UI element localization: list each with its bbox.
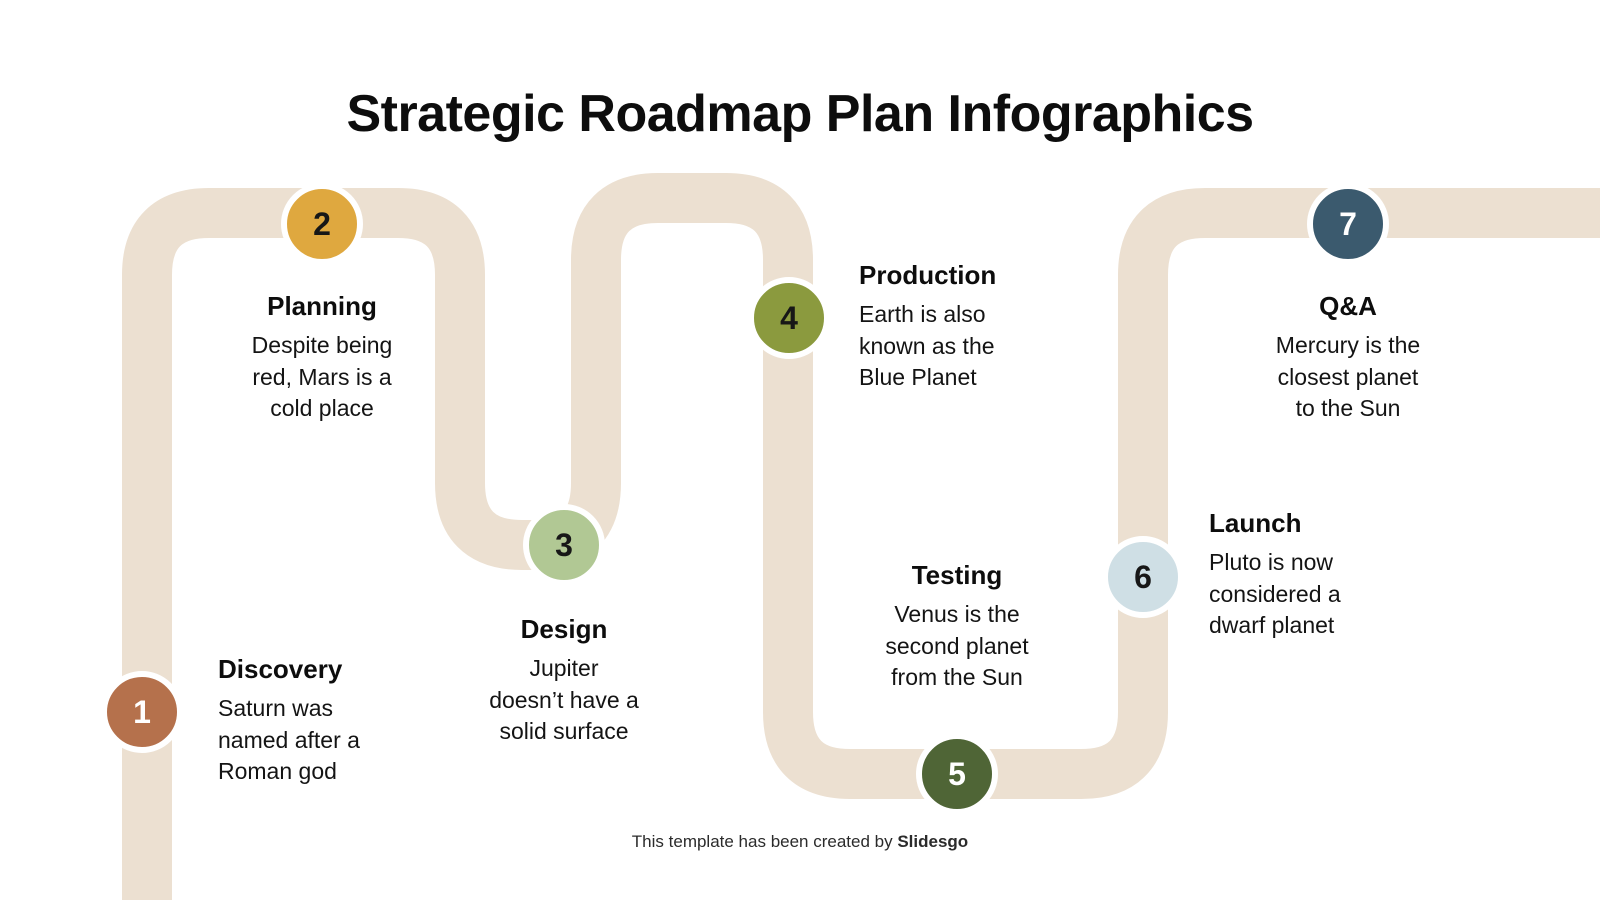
- step-number-4: 4: [780, 299, 798, 336]
- step-heading-5: Testing: [911, 560, 1003, 590]
- footer-brand: Slidesgo: [897, 832, 969, 851]
- step-number-3: 3: [555, 526, 573, 563]
- step-text-7: Q&A Mercury is the closest planet to the…: [1233, 291, 1463, 425]
- step-description-4: Earth is also known as the Blue Planet: [859, 300, 995, 391]
- step-heading-3: Design: [520, 614, 608, 644]
- step-node-7[interactable]: 7: [1307, 183, 1389, 265]
- step-heading-6: Launch: [1209, 508, 1302, 538]
- step-text-3: Design Jupiter doesn’t have a solid surf…: [449, 614, 679, 748]
- step-text-2: Planning Despite being red, Mars is a co…: [207, 291, 437, 425]
- step-description-1: Saturn was named after a Roman god: [218, 694, 360, 785]
- step-node-5[interactable]: 5: [916, 733, 998, 815]
- step-node-2[interactable]: 2: [281, 183, 363, 265]
- step-heading-4: Production: [859, 260, 997, 290]
- step-number-1: 1: [133, 693, 151, 730]
- step-text-1: Discovery Saturn was named after a Roman…: [218, 654, 453, 788]
- step-heading-1: Discovery: [218, 654, 343, 684]
- step-description-5: Venus is the second planet from the Sun: [885, 600, 1029, 691]
- step-heading-7: Q&A: [1319, 291, 1377, 321]
- step-text-6: Launch Pluto is now considered a dwarf p…: [1209, 508, 1444, 642]
- step-description-6: Pluto is now considered a dwarf planet: [1209, 548, 1341, 639]
- step-node-6[interactable]: 6: [1102, 536, 1184, 618]
- step-heading-2: Planning: [267, 291, 377, 321]
- step-description-2: Despite being red, Mars is a cold place: [251, 331, 393, 422]
- step-text-4: Production Earth is also known as the Bl…: [859, 260, 1094, 394]
- page-title: Strategic Roadmap Plan Infographics: [346, 85, 1254, 143]
- step-text-5: Testing Venus is the second planet from …: [842, 560, 1072, 694]
- footer-credit: This template has been created by Slides…: [0, 832, 1600, 852]
- step-number-5: 5: [948, 755, 966, 792]
- step-description-7: Mercury is the closest planet to the Sun: [1275, 331, 1421, 422]
- step-node-1[interactable]: 1: [101, 671, 183, 753]
- step-number-7: 7: [1339, 205, 1357, 242]
- step-number-6: 6: [1134, 558, 1152, 595]
- road-stroke: [122, 173, 1600, 900]
- step-node-3[interactable]: 3: [523, 504, 605, 586]
- step-node-4[interactable]: 4: [748, 277, 830, 359]
- step-description-3: Jupiter doesn’t have a solid surface: [489, 654, 639, 745]
- footer-credit-text: This template has been created by: [631, 832, 898, 851]
- step-number-2: 2: [313, 205, 331, 242]
